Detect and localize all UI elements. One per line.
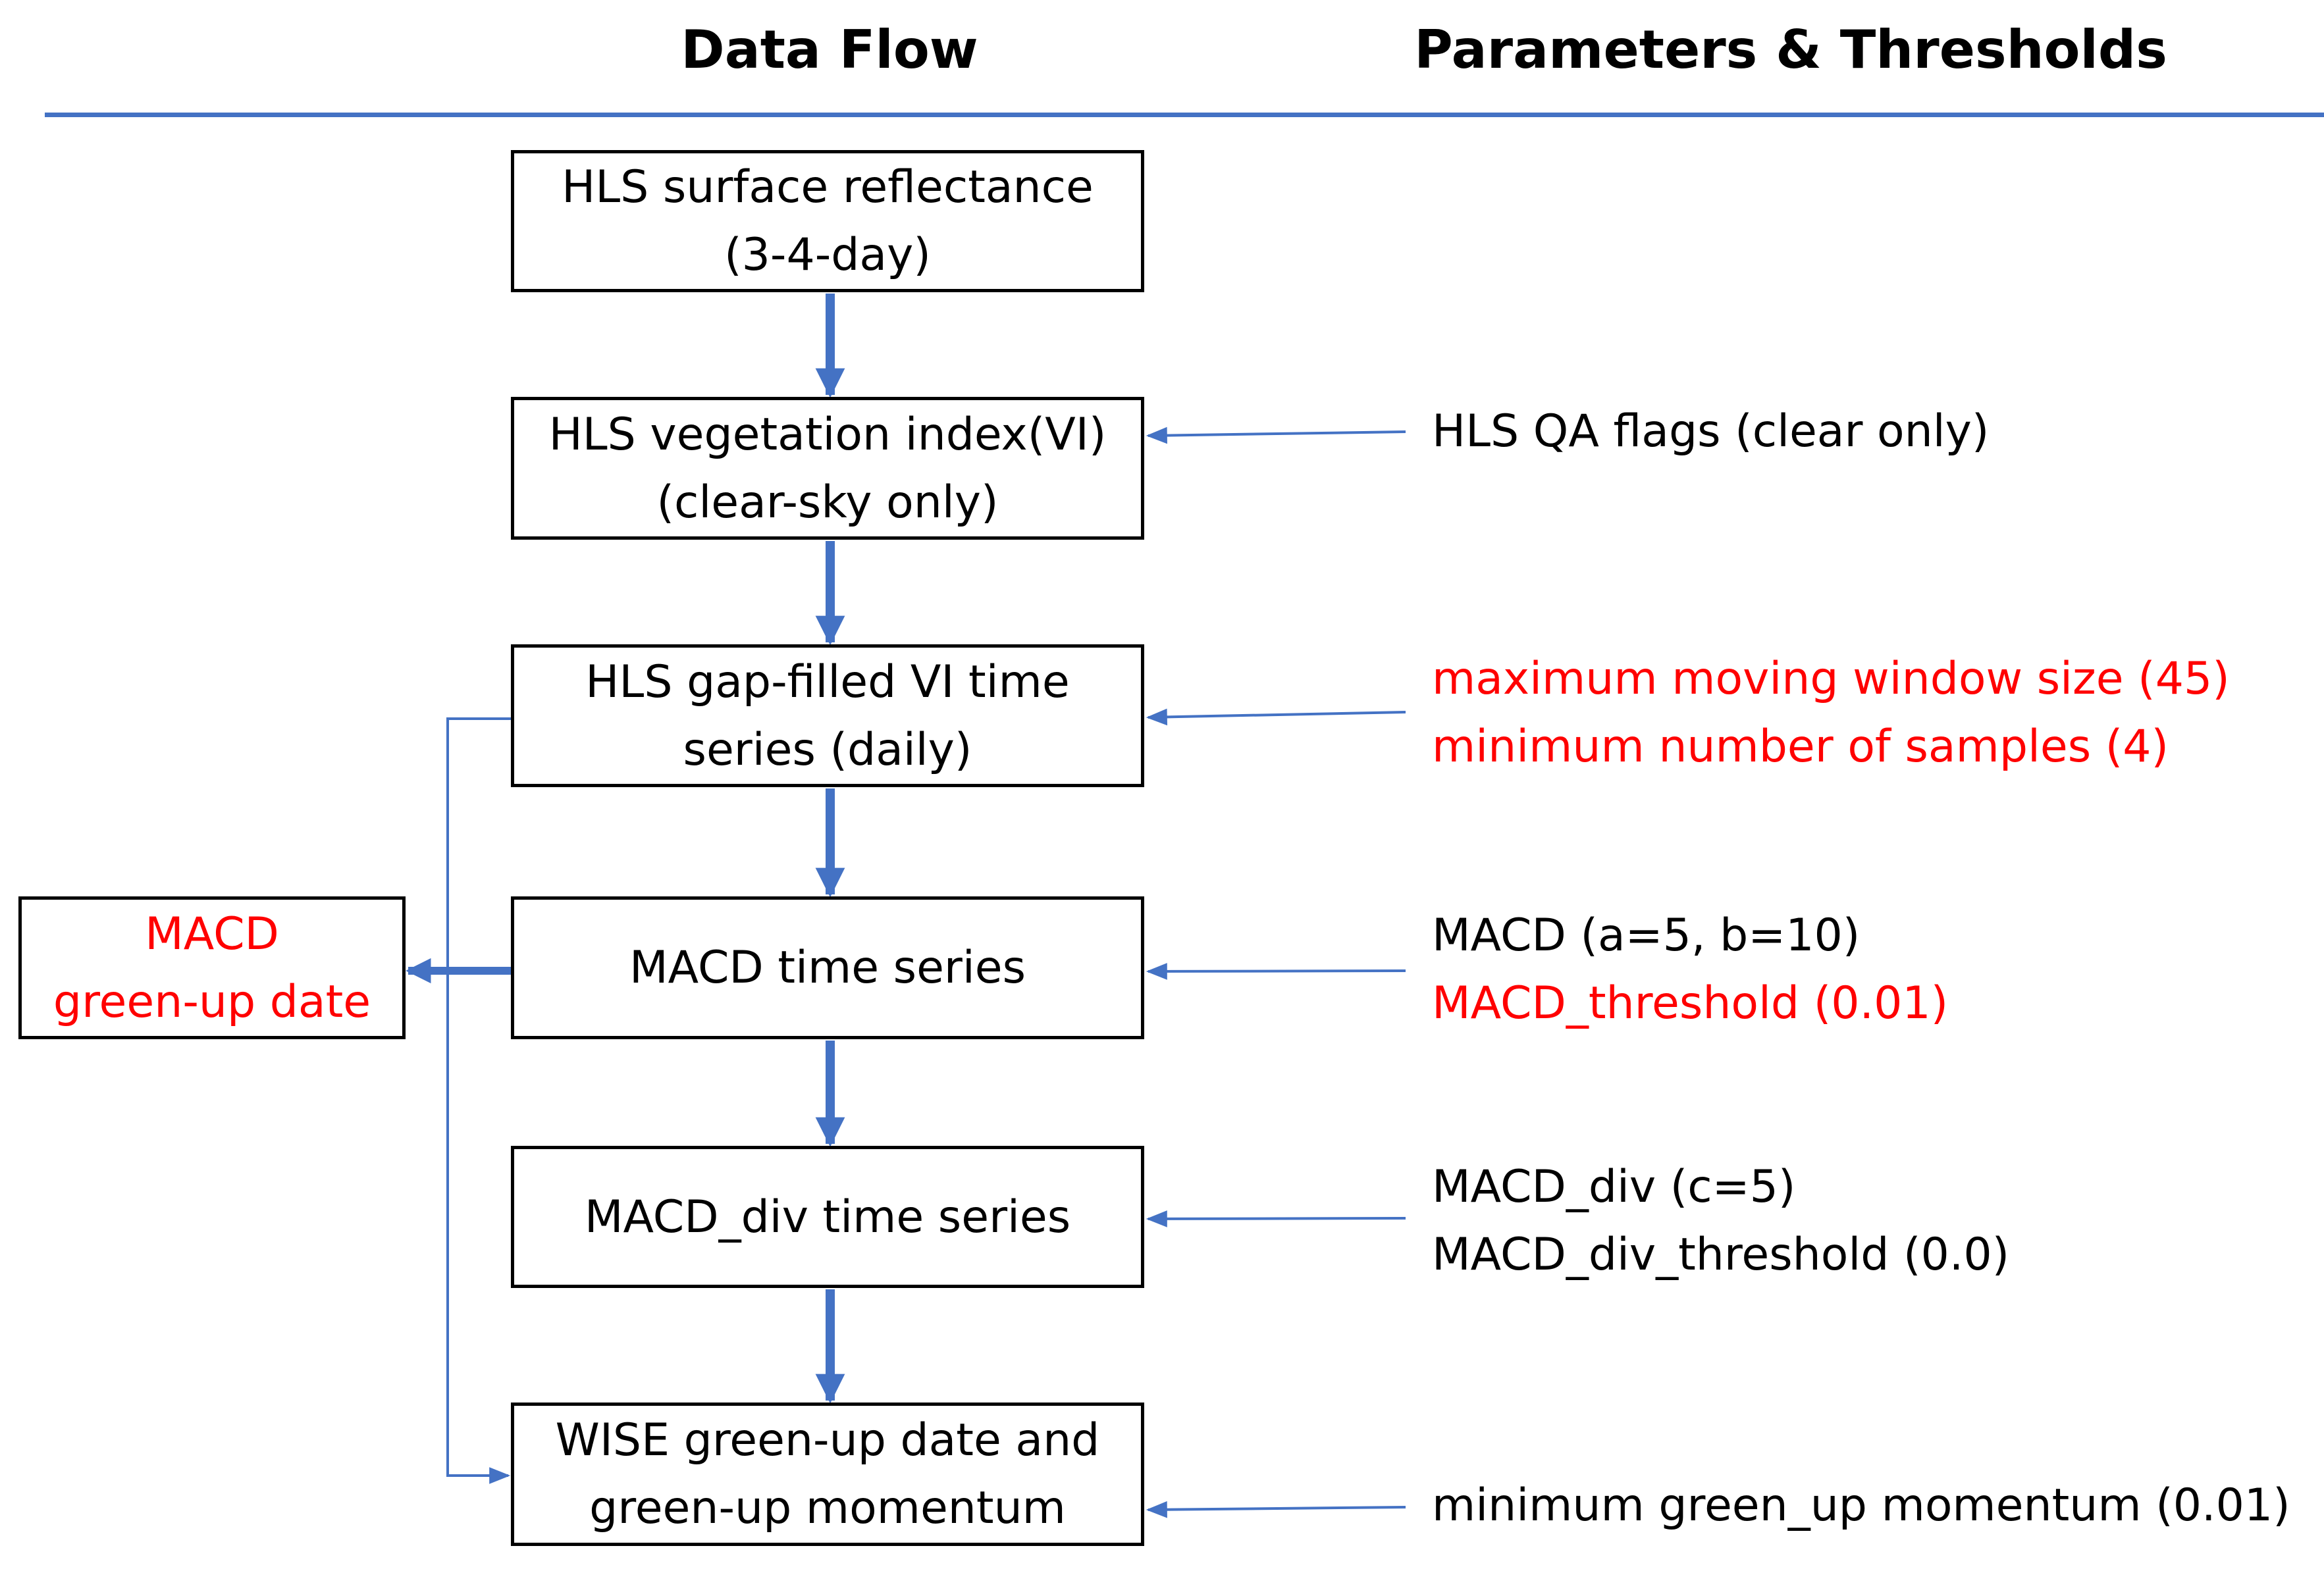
data-flow-header: Data Flow [681,19,978,80]
box-line: WISE green-up date and [555,1414,1100,1466]
macd-div-time-series-box: MACD_div time series [511,1146,1144,1288]
param-arrow-5 [1146,1501,1406,1518]
macd-green-up-date-box: MACD green-up date [18,896,406,1039]
box-line: MACD [145,908,279,960]
parameter-group-qa: HLS QA flags (clear only) [1432,398,1989,465]
param-arrow-2 [1146,708,1406,726]
box-line: HLS gap-filled VI time [585,656,1070,708]
parameter-group-macd: MACD (a=5, b=10) MACD_threshold (0.01) [1432,902,1948,1037]
parameter-text: maximum moving window size (45) [1432,653,2230,705]
box-line: HLS surface reflectance [562,161,1094,213]
parameter-text: MACD_threshold (0.01) [1432,977,1949,1029]
parameters-header: Parameters & Thresholds [1414,19,2167,80]
box-line: (3-4-day) [724,229,931,281]
parameter-group-macd-div: MACD_div (c=5) MACD_div_threshold (0.0) [1432,1153,2009,1289]
parameter-group-gap-fill: maximum moving window size (45) minimum … [1432,645,2230,781]
macd-time-series-box: MACD time series [511,896,1144,1039]
box-line: green-up momentum [589,1482,1066,1534]
box-line: MACD time series [629,942,1026,994]
parameter-text: MACD (a=5, b=10) [1432,910,1861,962]
parameter-text: MACD_div (c=5) [1432,1161,1796,1213]
box-line: series (daily) [683,723,972,776]
box-line: MACD_div time series [584,1191,1071,1243]
bypass-line [446,717,511,1484]
wise-green-up-box: WISE green-up date and green-up momentum [511,1403,1144,1546]
parameter-text: MACD_div_threshold (0.0) [1432,1229,2010,1281]
param-arrow-1 [1146,426,1406,444]
box-line: green-up date [53,975,371,1028]
hls-gap-filled-vi-box: HLS gap-filled VI time series (daily) [511,644,1144,787]
parameter-text: HLS QA flags (clear only) [1432,405,1990,457]
box-line: (clear-sky only) [656,476,999,528]
hls-surface-reflectance-box: HLS surface reflectance (3-4-day) [511,150,1144,292]
box-line: HLS vegetation index(VI) [548,408,1107,461]
parameter-group-momentum: minimum green_up momentum (0.01) [1432,1472,2290,1539]
header-divider [45,113,2324,117]
param-arrow-4 [1146,1210,1406,1227]
hls-vegetation-index-box: HLS vegetation index(VI) (clear-sky only… [511,397,1144,540]
parameter-text: minimum green_up momentum (0.01) [1432,1480,2290,1532]
parameter-text: minimum number of samples (4) [1432,721,2169,773]
